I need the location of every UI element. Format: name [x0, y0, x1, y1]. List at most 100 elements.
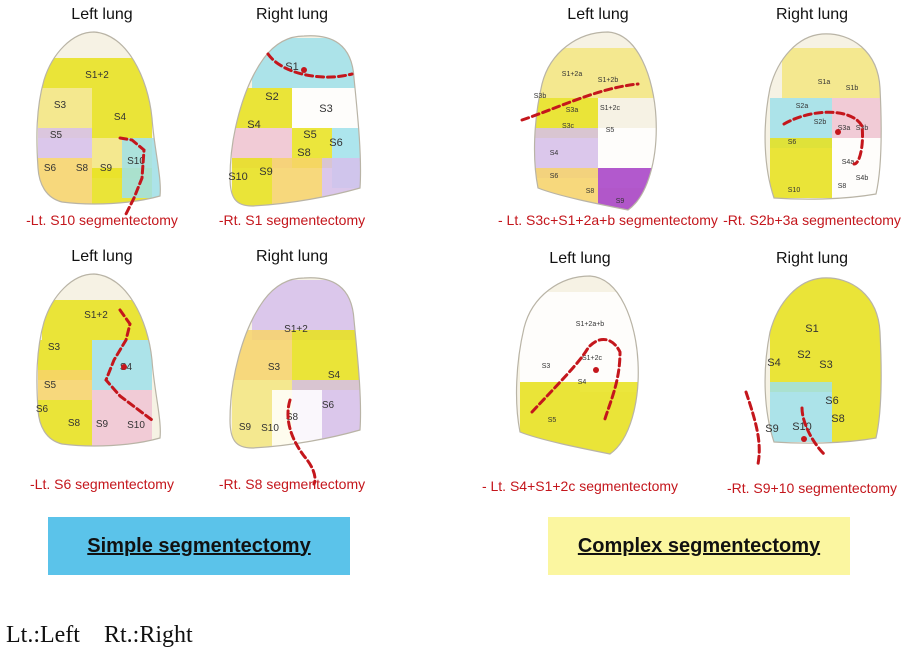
lung-title: Left lung: [71, 248, 133, 265]
tumor-marker: [593, 367, 599, 373]
segment-region: [524, 292, 639, 332]
lung-outline: [764, 277, 882, 444]
segment-label: S5: [548, 417, 557, 424]
segmentectomy-caption: -Rt. S1 segmentectomy: [218, 212, 366, 228]
segment-label: S8: [838, 183, 847, 190]
segment-label: S1+2: [85, 70, 109, 81]
segment-label: S4a: [842, 159, 855, 166]
segment-label: S1+2: [84, 310, 108, 321]
segment-fills: [765, 277, 882, 444]
lung-title: Right lung: [775, 250, 849, 267]
segment-label: S6: [322, 400, 335, 411]
tumor-marker: [121, 364, 127, 370]
segment-fills: [516, 276, 639, 454]
segment-label: S3c: [562, 123, 575, 130]
lung-title: Left lung: [71, 6, 133, 23]
resection-line: [520, 82, 640, 122]
segment-region: [272, 158, 322, 206]
segment-label: S3: [268, 362, 281, 373]
segment-label: S9: [765, 423, 778, 435]
segment-region: [782, 48, 882, 98]
lung-outline: [36, 31, 161, 205]
segment-fills: [230, 35, 361, 206]
segment-label: S6: [788, 139, 797, 146]
segment-label: S1+2: [284, 324, 308, 335]
segment-region: [322, 158, 361, 198]
segment-label: S3: [542, 363, 551, 370]
segment-label: S3: [819, 359, 832, 371]
tumor-marker: [301, 67, 307, 73]
segment-label: S4: [550, 150, 559, 157]
segment-label: S3a: [838, 125, 851, 132]
lung-title: Right lung: [775, 6, 849, 23]
segment-region: [38, 370, 92, 400]
segment-label: S9: [96, 419, 109, 430]
lung-title: Left lung: [549, 250, 611, 267]
simple-segmentectomy-banner: Simple segmentectomy: [48, 517, 350, 575]
segmentectomy-caption: -Lt. S6 segmentectomy: [30, 476, 174, 492]
segment-label: S9: [239, 422, 252, 433]
lung-outline: [36, 273, 161, 447]
segment-label: S3b: [534, 93, 547, 100]
segment-label: S4: [328, 370, 341, 381]
segment-label: S4: [767, 357, 780, 369]
segment-label: S1+2a+b: [576, 321, 605, 328]
segmentectomy-caption: -Rt. S2b+3a segmentectomy: [723, 212, 901, 228]
segment-label: S5: [50, 130, 63, 141]
segment-label: S1+2c: [582, 355, 603, 362]
segment-fills: [230, 277, 361, 448]
segment-region: [232, 158, 272, 206]
segment-fills: [534, 32, 657, 210]
segment-fills: [36, 274, 161, 446]
segment-label: S5: [303, 129, 316, 141]
abbreviation-legend: Lt.:Left Rt.:Right: [6, 622, 193, 648]
segment-label: S8: [68, 418, 81, 429]
segmentectomy-caption: - Lt. S4+S1+2c segmentectomy: [481, 478, 679, 494]
segment-label: S8: [286, 412, 299, 423]
segment-label: S9: [259, 166, 272, 178]
segment-label: S10: [127, 420, 145, 431]
segment-label: S6: [825, 395, 838, 407]
segment-label: S8: [297, 147, 310, 159]
segment-label: S5: [44, 380, 57, 391]
segment-label: S1a: [818, 79, 831, 86]
lung-title: Right lung: [255, 248, 329, 265]
lung-outline: [533, 31, 657, 211]
segment-label: S3: [319, 103, 332, 115]
segment-label: S8: [831, 413, 844, 425]
lung-outline: [515, 275, 639, 455]
segmentectomy-caption: -Rt. S8 segmentectomy: [218, 476, 366, 492]
lung-outline: [229, 277, 362, 449]
segment-region: [770, 138, 832, 198]
complex-segmentectomy-banner: Complex segmentectomy: [548, 517, 850, 575]
resection-line: [266, 52, 354, 79]
segmentectomy-caption: -Rt. S9+10 segmentectomy: [726, 480, 898, 496]
segment-label: S10: [788, 187, 801, 194]
segment-label: S8: [586, 188, 595, 195]
lung-title: Left lung: [567, 6, 629, 23]
tumor-marker: [835, 129, 841, 135]
segment-label: S9: [616, 198, 625, 205]
segment-label: S1b: [846, 85, 859, 92]
segment-region: [832, 138, 882, 198]
segment-region: [770, 278, 882, 332]
segment-region: [538, 48, 657, 98]
segment-label: S10: [228, 171, 248, 183]
resection-line: [286, 398, 317, 486]
segment-label: S2: [797, 349, 810, 361]
segment-region: [92, 88, 152, 138]
segment-label: S3a: [566, 107, 579, 114]
resection-line: [782, 110, 864, 166]
resection-line: [530, 338, 622, 424]
